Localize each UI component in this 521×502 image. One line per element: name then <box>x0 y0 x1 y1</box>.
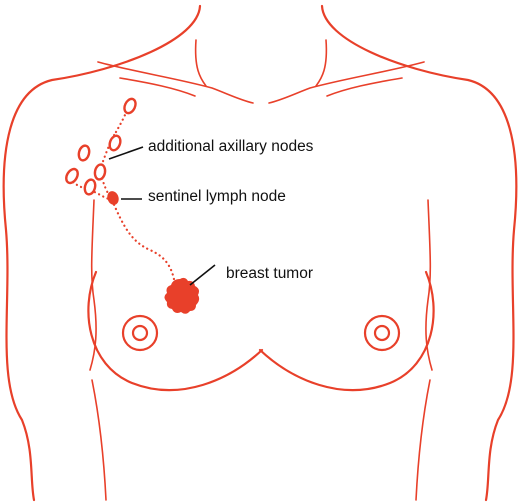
axillary-lymph-nodes <box>64 97 138 195</box>
breast-tumor-label: breast tumor <box>226 266 313 282</box>
right-nipple <box>365 316 399 350</box>
breast-tumor <box>165 278 200 314</box>
right-breast <box>260 272 434 390</box>
collarbone-lines <box>98 40 424 103</box>
sentinel-node-label: sentinel lymph node <box>148 189 286 205</box>
axillary-node <box>94 164 106 181</box>
tumor-leader-line <box>190 265 215 285</box>
torso-outline <box>4 6 517 500</box>
axillary-node <box>108 134 123 152</box>
axillary-node <box>64 167 80 185</box>
left-nipple <box>123 316 157 350</box>
axillary-node <box>77 144 91 161</box>
axillary-nodes-label: additional axillary nodes <box>148 139 313 155</box>
axillary-node <box>122 97 137 115</box>
